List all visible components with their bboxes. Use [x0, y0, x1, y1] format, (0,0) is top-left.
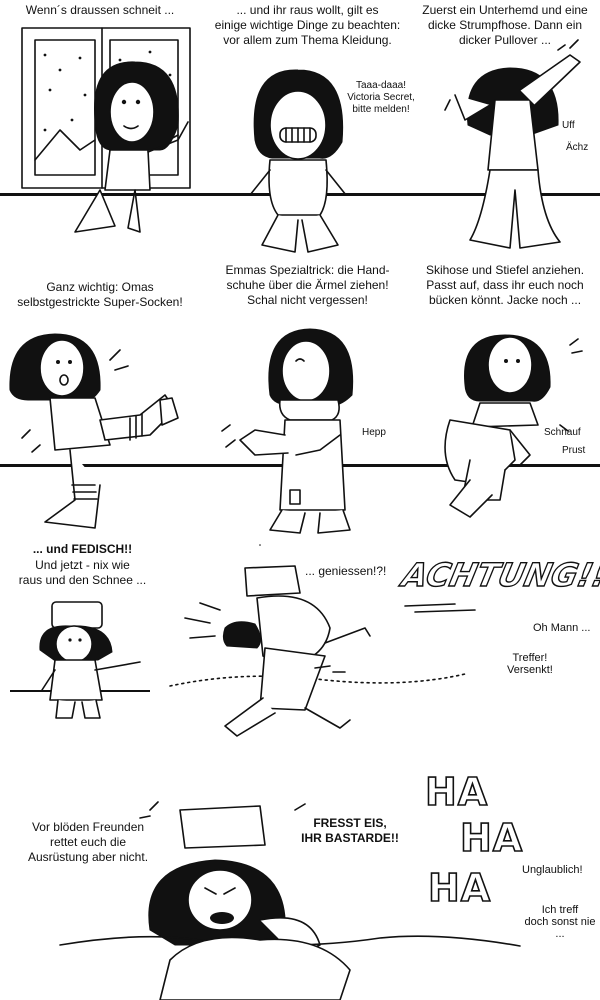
window-illustration [21, 27, 191, 233]
panel-6-sfx-prust: Prust [562, 445, 586, 456]
ha-sfx-1: HA [424, 769, 489, 815]
panel-8-sfx-treffer: Treffer! Versenkt! [507, 652, 553, 676]
panel-2-speech: Taaa-daaa! Victoria Secret, bitte melden… [347, 80, 415, 115]
panel-5-caption: Emmas Spezialtrick: die Hand- schuhe übe… [225, 263, 390, 307]
panel-6-sfx-schnauf: Schnauf [544, 427, 581, 438]
girl-pullover-illustration [444, 39, 581, 249]
panel-8: ... geniessen!?! ACHTUNG!! Oh Mann ... T… [165, 548, 600, 768]
snowball-hit-illustration [169, 565, 476, 737]
panel-1-caption: Wenn´s draussen schneit ... [25, 3, 175, 17]
girl-gloves-illustration [221, 328, 354, 546]
girl-skipants-illustration [444, 334, 583, 518]
panel-9-caption: Vor blöden Freunden rettet euch die Ausr… [27, 820, 149, 864]
ha-sfx-2: HA [459, 815, 524, 861]
panel-2: ... und ihr raus wollt, gilt es einige w… [200, 0, 415, 260]
panel-8-caption: ... geniessen!?! [305, 564, 387, 578]
panel-9: Vor blöden Freunden rettet euch die Ausr… [0, 769, 600, 1000]
panel-1: Wenn´s draussen schneit ... [0, 0, 200, 250]
panel-3-sfx-uff: Uff [562, 120, 575, 131]
panel-6-caption: Skihose und Stiefel anziehen. Passt auf,… [425, 263, 585, 307]
panel-2-caption: ... und ihr raus wollt, gilt es einige w… [214, 3, 401, 47]
panel-4-caption: Ganz wichtig: Omas selbstgestrickte Supe… [17, 280, 183, 309]
girl-dressed-illustration [39, 601, 141, 719]
angry-girl-snow-illustration [59, 801, 521, 1000]
panel-7-caption: Und jetzt - nix wie raus und den Schnee … [18, 558, 147, 587]
panel-5: Emmas Spezialtrick: die Hand- schuhe übe… [200, 255, 410, 546]
girl-grin-illustration [249, 69, 347, 253]
panel-8-sfx-oh-mann: Oh Mann ... [533, 622, 591, 634]
panel-9-sfx-ich-treff: Ich treff doch sonst nie ... [524, 904, 596, 940]
panel-3: Zuerst ein Unterhemd und eine dicke Stru… [410, 0, 600, 260]
girl-socks-illustration [9, 333, 179, 529]
panel-5-sfx-hepp: Hepp [362, 427, 386, 438]
panel-7: ... und FEDISCH!! Und jetzt - nix wie ra… [0, 540, 165, 720]
ha-sfx-3: HA [427, 865, 492, 911]
panel-3-caption: Zuerst ein Unterhemd und eine dicke Stru… [422, 3, 588, 47]
panel-9-shout: FRESST EIS, IHR BASTARDE!! [301, 816, 399, 845]
panel-3-sfx-aechz: Ächz [566, 142, 589, 153]
panel-6: Skihose und Stiefel anziehen. Passt auf,… [410, 255, 600, 545]
panel-9-sfx-unglaublich: Unglaublich! [522, 864, 583, 876]
panel-7-caption-bold: ... und FEDISCH!! [32, 542, 133, 556]
panel-4: Ganz wichtig: Omas selbstgestrickte Supe… [0, 270, 200, 540]
